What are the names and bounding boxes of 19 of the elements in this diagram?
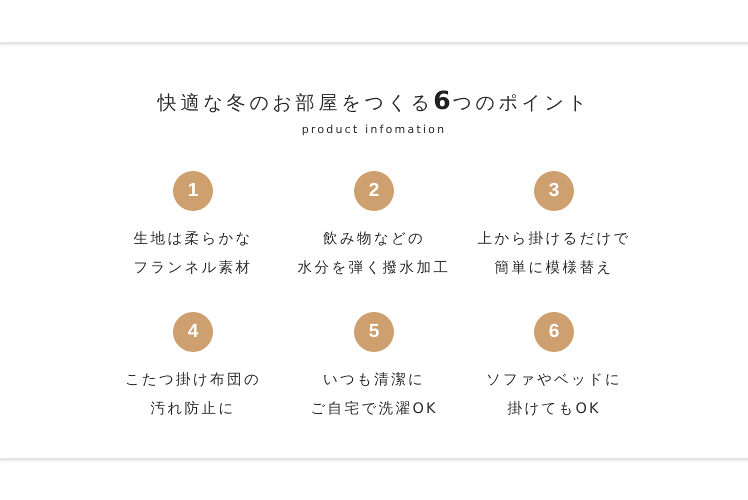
point-text: フランネル素材 — [134, 259, 252, 278]
point-text: 掛けてもOK — [508, 400, 600, 419]
number-circle: 5 — [354, 312, 394, 352]
point-text: いつも清潔に — [323, 371, 425, 390]
point-text: こたつ掛け布団の — [125, 371, 261, 390]
point-text: 上から掛けるだけで — [478, 230, 630, 249]
point-text: 水分を弾く撥水加工 — [298, 259, 450, 278]
point-text: 飲み物などの — [323, 230, 425, 249]
number-circle: 4 — [173, 312, 213, 352]
point-text: ソファやベッドに — [486, 371, 622, 390]
number-circle: 1 — [173, 171, 213, 211]
point-text: ご自宅で洗濯OK — [310, 400, 438, 419]
number-circle: 3 — [534, 171, 574, 211]
point-text: 簡単に模様替え — [494, 259, 614, 278]
number-circle: 2 — [354, 171, 394, 211]
number-circle: 6 — [534, 312, 574, 352]
point-text: 生地は柔らかな — [134, 230, 252, 249]
subtitle: product infomation — [300, 123, 448, 136]
point-text: 汚れ防止に — [150, 400, 236, 419]
